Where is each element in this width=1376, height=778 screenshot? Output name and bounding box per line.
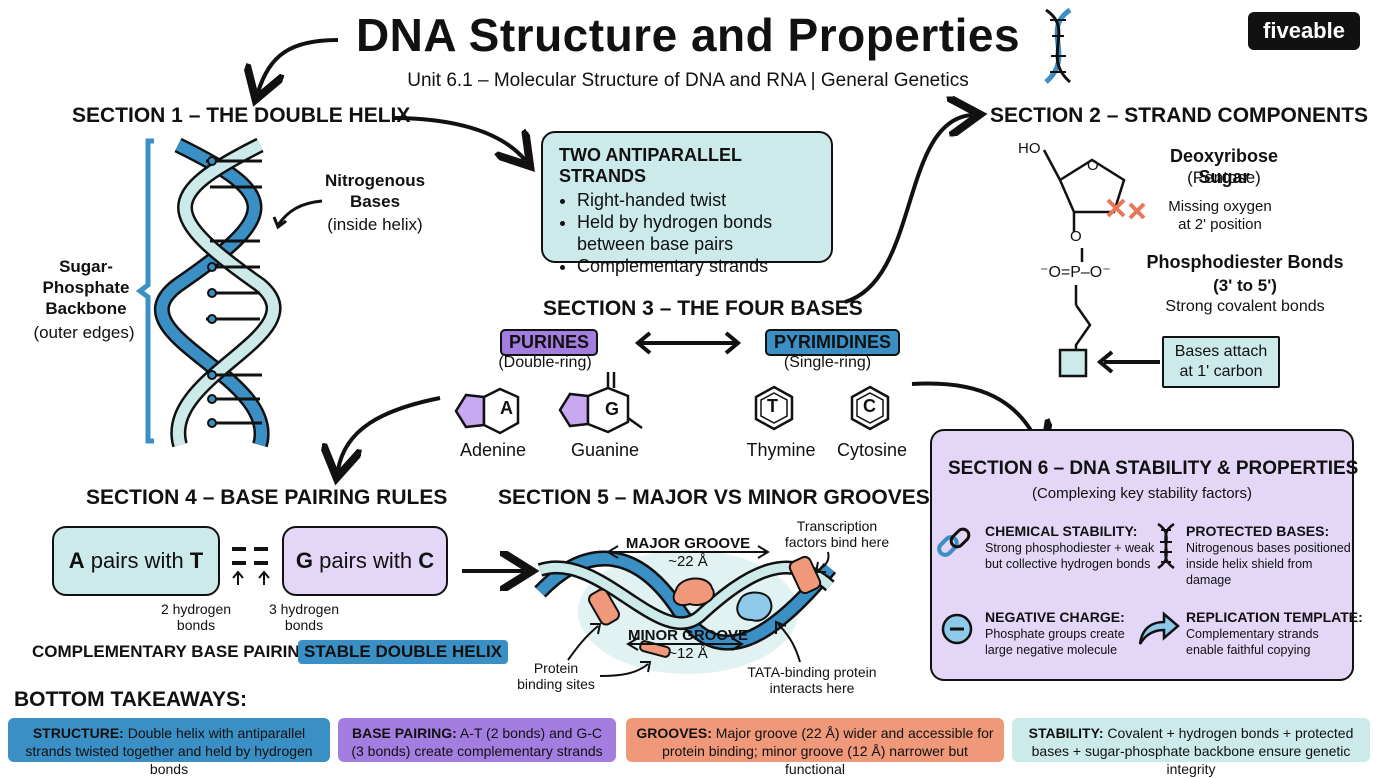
bases-pointer-arrow — [272, 199, 323, 230]
takeaway-base-pairing-text: A-T (2 bonds) and G-C (3 bonds) create c… — [351, 725, 603, 759]
phosphodiester-sub: (3' to 5') — [1213, 276, 1277, 295]
purines-sub: (Double-ring) — [498, 354, 592, 371]
section1-heading: SECTION 1 – THE DOUBLE HELIX — [72, 104, 411, 127]
section4-heading: SECTION 4 – BASE PAIRING RULES — [86, 486, 448, 509]
section6-sub: (Complexing key stability factors) — [1031, 485, 1253, 502]
bases-attach-box: Bases attach at 1' carbon — [1162, 336, 1280, 388]
feature-replication-template-desc: Complementary strands enable faithful co… — [1186, 627, 1319, 657]
thymine-ring-icon — [754, 385, 794, 431]
adenine-name: Adenine — [459, 440, 527, 460]
backbone-sub: (outer edges) — [33, 323, 135, 342]
takeaway-stability: STABILITY: Covalent + hydrogen bonds + p… — [1012, 718, 1370, 777]
nitrogenous-bases-label: Nitrogenous Bases — [324, 171, 426, 211]
double-helix-illustration — [135, 137, 282, 448]
section3-heading: SECTION 3 – THE FOUR BASES — [543, 297, 863, 320]
protein-binding-sites-label: Protein binding sites — [517, 660, 595, 692]
takeaway-grooves-key: GROOVES: — [636, 725, 712, 741]
at-letter-a: A — [68, 548, 85, 573]
takeaway-base-pairing-key: BASE PAIRING: — [352, 725, 457, 741]
thymine-letter: T — [767, 396, 778, 416]
minor-groove-size: ~12 Å — [668, 645, 708, 662]
major-groove-size: ~22 Å — [668, 553, 708, 570]
phosphodiester-title: Phosphodiester Bonds — [1146, 252, 1344, 272]
takeaway-grooves-text: Major groove (22 Å) wider and accessible… — [662, 725, 994, 777]
section5-heading: SECTION 5 – MAJOR VS MINOR GROOVES — [498, 486, 930, 509]
cytosine-letter: C — [863, 396, 876, 416]
takeaway-structure: STRUCTURE: Double helix with antiparalle… — [8, 718, 330, 777]
minor-groove-label: MINOR GROOVE — [627, 627, 748, 644]
antiparallel-point: Complementary strands — [577, 255, 815, 277]
takeaway-structure-key: STRUCTURE: — [32, 725, 124, 741]
feature-chemical-stability-title: CHEMICAL STABILITY: — [985, 523, 1138, 539]
thymine-name: Thymine — [746, 440, 816, 460]
ring-oxygen-label: O — [1087, 157, 1099, 174]
takeaway-base-pairing: BASE PAIRING: A-T (2 bonds) and G-C (3 b… — [338, 718, 616, 762]
backbone-label: Sugar-Phosphate Backbone — [42, 257, 130, 318]
purine-pyrimidine-double-arrow — [634, 331, 742, 355]
feature-chemical-stability-desc: Strong phosphodiester + weak but collect… — [985, 541, 1155, 571]
gc-pair-box: G pairs with C — [282, 526, 448, 596]
sugar-sub: (Pentose) — [1187, 168, 1261, 187]
antiparallel-strands-box: TWO ANTIPARALLEL STRANDS Right-handed tw… — [541, 131, 833, 276]
three-hydrogen-bonds-label: 3 hydrogen bonds — [268, 601, 340, 633]
replication-arrow-icon — [1138, 611, 1180, 645]
guanine-name: Guanine — [570, 440, 640, 460]
guanine-letter: G — [605, 399, 620, 419]
antiparallel-point: Right-handed twist — [577, 189, 815, 211]
at-pair-box: A pairs with T — [52, 526, 220, 596]
page-title: DNA Structure and Properties — [355, 9, 1021, 61]
at-letter-t: T — [189, 548, 204, 573]
takeaway-structure-text: Double helix with antiparallel strands t… — [25, 725, 313, 777]
gc-letter-c: C — [418, 548, 435, 573]
sugar-title: Deoxyribose Sugar — [1169, 146, 1279, 187]
purines-badge: PURINES — [500, 329, 599, 356]
nitrogenous-bases-sub: (inside helix) — [327, 215, 423, 234]
chain-link-icon — [937, 527, 971, 557]
dna-title-icon — [1044, 7, 1072, 84]
ho-label: HO — [1018, 140, 1041, 157]
feature-negative-charge-title: NEGATIVE CHARGE: — [985, 609, 1125, 625]
fiveable-logo: fiveable — [1248, 12, 1360, 50]
adenine-letter: A — [500, 398, 513, 418]
missing-oxygen-label: Missing oxygen at 2' position — [1168, 198, 1272, 233]
feature-protected-bases-desc: Nitrogenous bases positioned inside heli… — [1186, 541, 1351, 587]
takeaway-grooves: GROOVES: Major groove (22 Å) wider and a… — [626, 718, 1004, 777]
phosphodiester-desc: Strong covalent bonds — [1165, 298, 1325, 315]
gc-pairs-with: pairs with — [313, 548, 419, 573]
pyrimidines-sub: (Single-ring) — [783, 354, 872, 371]
cytosine-ring-icon — [850, 385, 890, 431]
dna-helix-icon — [1157, 522, 1175, 570]
antiparallel-point: Held by hydrogen bonds between base pair… — [577, 211, 815, 255]
nucleotide-structure — [1042, 149, 1146, 378]
feature-replication-template-title: REPLICATION TEMPLATE: — [1186, 609, 1363, 625]
section6-heading: SECTION 6 – DNA STABILITY & PROPERTIES — [948, 458, 1359, 479]
takeaway-stability-key: STABILITY: — [1028, 725, 1104, 741]
adenine-ring-icon — [454, 387, 520, 435]
pyrimidines-badge: PYRIMIDINES — [765, 329, 901, 356]
at-pairs-with: pairs with — [84, 548, 190, 573]
antiparallel-title: TWO ANTIPARALLEL STRANDS — [559, 145, 742, 186]
gc-letter-g: G — [295, 548, 314, 573]
transcription-factors-label: Transcription factors bind here — [784, 518, 890, 550]
page-subtitle: Unit 6.1 – Molecular Structure of DNA an… — [407, 70, 969, 91]
complementary-pairing-label: COMPLEMENTARY BASE PAIRING = — [32, 642, 328, 661]
cytosine-name: Cytosine — [836, 440, 908, 460]
negative-charge-icon — [941, 613, 973, 645]
tata-binding-label: TATA-binding protein interacts here — [747, 664, 877, 696]
hydrogen-bond-marks — [232, 547, 270, 585]
two-hydrogen-bonds-label: 2 hydrogen bonds — [160, 601, 232, 633]
major-groove-label: MAJOR GROOVE — [625, 535, 751, 552]
feature-protected-bases-title: PROTECTED BASES: — [1186, 523, 1330, 539]
guanine-ring-icon — [558, 372, 643, 434]
stable-helix-badge: STABLE DOUBLE HELIX — [298, 640, 509, 664]
section2-heading: SECTION 2 – STRAND COMPONENTS — [990, 104, 1369, 127]
takeaways-heading: BOTTOM TAKEAWAYS: — [14, 688, 247, 711]
attach-arrow — [1096, 350, 1160, 374]
ester-oxygen-label: O — [1070, 228, 1082, 245]
phosphate-label: ⁻O=P–O⁻ — [1040, 264, 1111, 281]
feature-negative-charge-desc: Phosphate groups create large negative m… — [985, 627, 1125, 657]
